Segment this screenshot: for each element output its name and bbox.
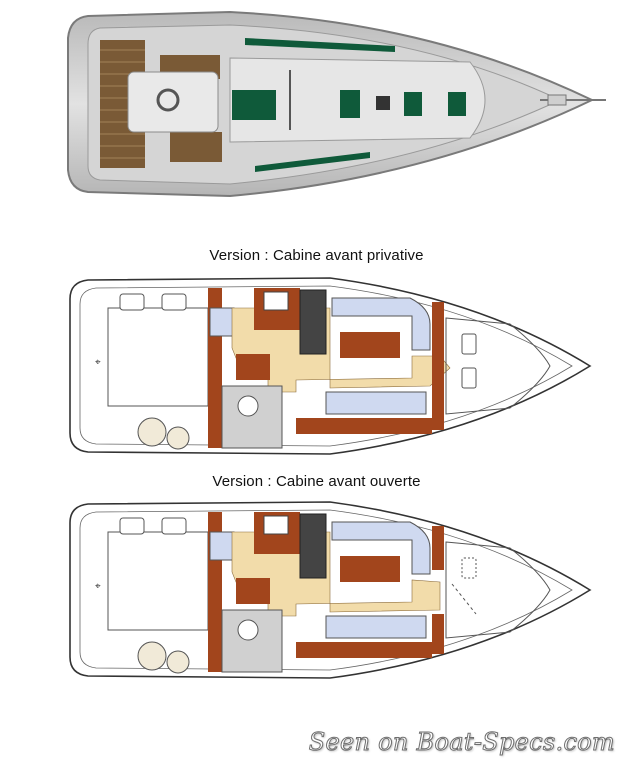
compass-symbol: ⌖: [95, 581, 101, 592]
hatch-main: [232, 90, 276, 120]
hull-inner: [79, 509, 573, 671]
version-label-open: Version : Cabine avant ouverte: [212, 473, 421, 490]
settee-back: [296, 642, 432, 658]
saloon-table: [340, 556, 400, 582]
pillow-1: [119, 293, 145, 311]
pillow-2: [161, 293, 187, 311]
heads-compartment: [221, 385, 283, 449]
version-label-private: Version : Cabine avant privative: [209, 247, 424, 264]
sink: [299, 513, 327, 579]
heads-basin: [237, 619, 259, 641]
bulkhead-fwd-partial-low: [432, 614, 444, 654]
wet-locker: [209, 307, 235, 337]
saloon-settee-bottom: [325, 615, 427, 639]
aft-berth: [107, 307, 209, 407]
fwd-pillow-1: [461, 333, 477, 355]
open-cabin-dashed: [451, 583, 477, 615]
hull-inner: [79, 285, 573, 447]
fwd-pillow-1: [461, 557, 477, 579]
saloon-table: [340, 332, 400, 358]
hatch-fore-2: [448, 92, 466, 116]
saloon-settee-top: [331, 521, 431, 575]
side-deck-stripe-bottom: [255, 152, 370, 172]
bulkhead-fwd: [432, 302, 444, 430]
pillow-2: [161, 517, 187, 535]
helm-wheel: [156, 88, 180, 112]
stove: [263, 515, 289, 535]
helm-circle-1: [137, 641, 167, 671]
chart-table-seat: [236, 578, 270, 604]
layout-plan-open: ⌖: [69, 501, 592, 679]
saloon-settee-top: [331, 297, 431, 351]
fwd-berth: [445, 317, 551, 415]
fwd-berth: [445, 541, 551, 639]
sink: [299, 289, 327, 355]
heads-basin: [237, 395, 259, 417]
heads-compartment: [221, 609, 283, 673]
chart-table-seat: [236, 354, 270, 380]
mast-base: [376, 96, 390, 110]
wet-locker: [209, 531, 235, 561]
hatch-fore-1: [404, 92, 422, 116]
bow-roller: [547, 94, 567, 106]
side-deck-stripe-top: [245, 38, 395, 52]
fwd-pillow-2: [461, 367, 477, 389]
hatch-saloon: [340, 90, 360, 118]
helm-circle-1: [137, 417, 167, 447]
watermark: Seen on Boat-Specs.com: [308, 728, 615, 757]
compass-symbol: ⌖: [95, 357, 101, 368]
deck-plan: [67, 10, 606, 198]
layout-plan-private: ⌖: [69, 277, 592, 455]
aft-berth: [107, 531, 209, 631]
stove: [263, 291, 289, 311]
settee-back: [296, 418, 432, 434]
cockpit-bench-bottom: [170, 132, 222, 162]
helm-circle-2: [166, 426, 190, 450]
cockpit-table: [127, 71, 219, 133]
pillow-1: [119, 517, 145, 535]
saloon-settee-bottom: [325, 391, 427, 415]
helm-circle-2: [166, 650, 190, 674]
bulkhead-fwd-partial: [432, 526, 444, 570]
